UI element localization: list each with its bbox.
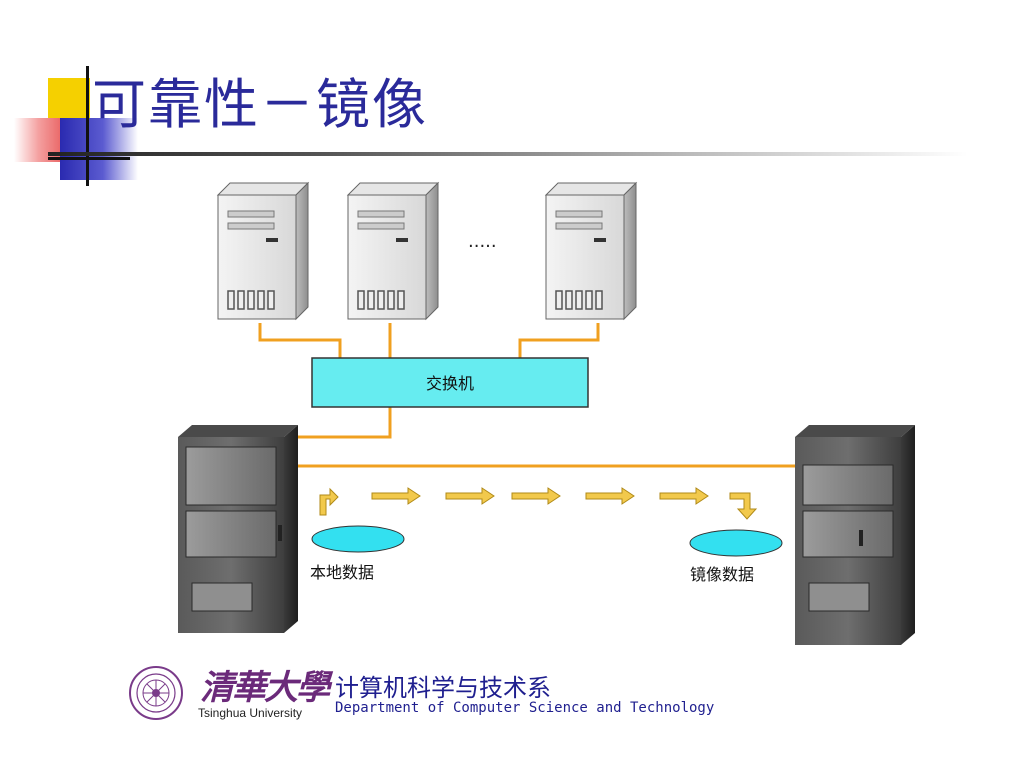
cable-server-1 xyxy=(258,323,342,358)
title-deco-vertical-line xyxy=(86,66,89,186)
server-3 xyxy=(544,181,638,321)
flow-arrow-start xyxy=(319,487,339,516)
flow-arrow-3 xyxy=(511,487,561,505)
flow-arrow-4 xyxy=(585,487,635,505)
data-flow-arrows xyxy=(319,487,758,520)
cables xyxy=(258,323,795,468)
cable-switch-to-local xyxy=(298,407,392,439)
mirror-data-label: 镜像数据 xyxy=(690,565,754,584)
mirror-data-ellipse xyxy=(689,529,783,557)
local-server xyxy=(178,425,298,633)
flow-arrow-1 xyxy=(371,487,421,505)
title-deco-horizontal-line xyxy=(48,157,130,160)
local-data-ellipse xyxy=(311,525,405,553)
switch-box xyxy=(311,357,589,408)
university-name-en: Tsinghua University xyxy=(198,706,303,720)
server-1 xyxy=(216,181,310,321)
flow-arrow-2 xyxy=(445,487,495,505)
tsinghua-seal-logo xyxy=(129,666,183,720)
title-deco-blue-bar xyxy=(60,118,138,180)
local-data-label: 本地数据 xyxy=(310,563,374,582)
title-underline xyxy=(48,152,968,156)
mirroring-diagram: ..... 交换机 xyxy=(178,181,915,645)
department-name-cn: 计算机科学与技术系 xyxy=(335,674,551,702)
ellipsis-text: ..... xyxy=(468,231,497,252)
mirror-server xyxy=(795,425,915,645)
university-name-cn: 清華大學 xyxy=(200,668,330,708)
cable-server-3 xyxy=(518,323,600,358)
switch-label: 交换机 xyxy=(426,374,474,393)
flow-arrow-end xyxy=(729,492,758,520)
flow-arrow-5 xyxy=(659,487,709,505)
slide-title: 可靠性－镜像 xyxy=(92,73,428,136)
department-name-en: Department of Computer Science and Techn… xyxy=(335,700,715,716)
server-2 xyxy=(346,181,440,321)
title-deco-yellow-square xyxy=(48,78,90,120)
